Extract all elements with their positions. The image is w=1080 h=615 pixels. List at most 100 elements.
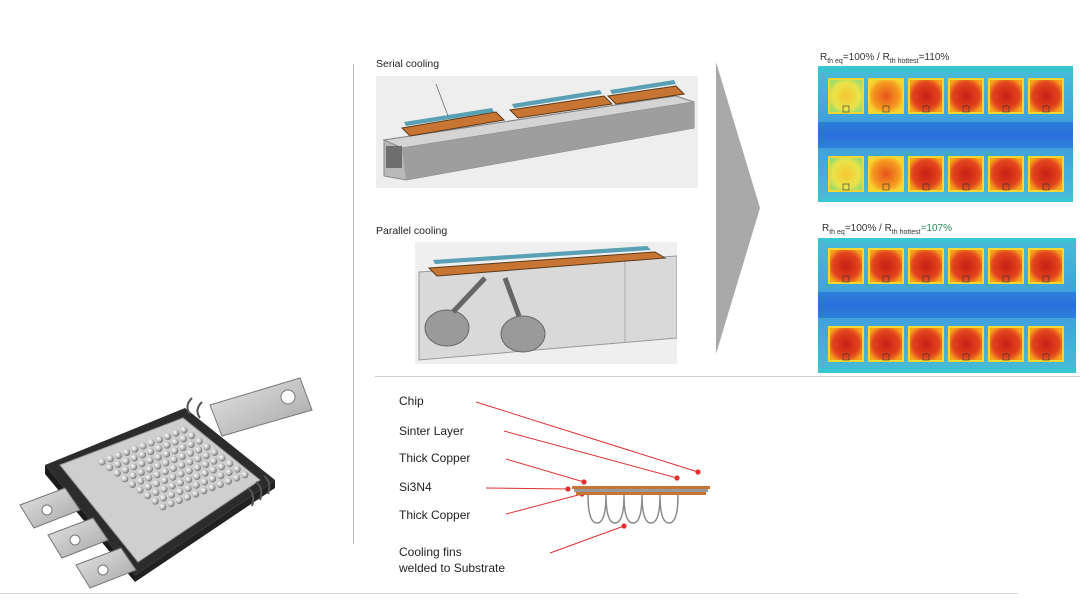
pin-fin bbox=[114, 460, 122, 468]
pin-fin bbox=[241, 471, 249, 479]
callout-chip: Chip bbox=[399, 394, 424, 408]
pin-fin bbox=[159, 503, 167, 511]
pin-fin bbox=[172, 429, 180, 437]
serial-cooling-title: Serial cooling bbox=[376, 58, 440, 70]
pin-fin bbox=[188, 432, 196, 440]
pin-fin bbox=[153, 471, 161, 479]
pin-fin bbox=[168, 491, 176, 499]
pin-fin bbox=[216, 480, 224, 488]
pin-fin bbox=[184, 484, 192, 492]
pin-fin bbox=[169, 473, 177, 481]
pin-fin bbox=[106, 464, 114, 472]
pin-fin bbox=[203, 443, 211, 451]
pin-fin bbox=[128, 480, 136, 488]
pin-fin bbox=[114, 452, 122, 460]
callout-sinter-layer: Sinter Layer bbox=[399, 424, 464, 438]
parallel-heatmap bbox=[818, 238, 1076, 373]
pin-fin bbox=[145, 465, 153, 473]
pin-fin bbox=[224, 477, 232, 485]
pin-fin bbox=[123, 448, 131, 456]
pin-fin bbox=[210, 457, 218, 465]
pin-fin bbox=[195, 446, 203, 454]
pin-fin bbox=[171, 438, 179, 446]
parallel-result-label: Rth eq=100% / Rth hottest=107% bbox=[822, 223, 953, 236]
pin-fin bbox=[152, 488, 160, 496]
chip-hotspot-core bbox=[990, 328, 1022, 360]
pin-fin bbox=[179, 444, 187, 452]
pin-fin bbox=[152, 480, 160, 488]
leader-chip bbox=[475, 401, 699, 473]
chip-hotspot-core bbox=[910, 158, 942, 190]
pin-fin bbox=[162, 459, 170, 467]
pin-fin bbox=[178, 452, 186, 460]
parallel-cooling-render bbox=[415, 242, 677, 364]
pin-fin bbox=[154, 453, 162, 461]
chip-hotspot-core bbox=[990, 250, 1022, 282]
chip-hotspot-core bbox=[870, 328, 902, 360]
pin-fin bbox=[162, 450, 170, 458]
pin-fin bbox=[130, 454, 138, 462]
pin-fin bbox=[209, 466, 217, 474]
chip-hotspot-core bbox=[990, 80, 1022, 112]
pin-fin bbox=[194, 455, 202, 463]
parallel-cooling-title: Parallel cooling bbox=[376, 225, 448, 237]
pin-fin bbox=[122, 457, 130, 465]
chip-hotspot-core bbox=[870, 158, 902, 190]
vertical-divider bbox=[353, 64, 354, 544]
serial-heatmap bbox=[818, 66, 1073, 202]
layer-stack-diagram bbox=[475, 401, 710, 554]
leader-fins bbox=[549, 525, 625, 554]
pin-fin bbox=[121, 475, 129, 483]
pin-fin bbox=[146, 456, 154, 464]
pin-fin bbox=[121, 466, 129, 474]
chip-hotspot-core bbox=[870, 80, 902, 112]
pin-fin bbox=[195, 437, 203, 445]
pin-fin bbox=[179, 435, 187, 443]
pin-fin bbox=[161, 476, 169, 484]
pin-fin bbox=[130, 463, 138, 471]
chip-hotspot-core bbox=[870, 250, 902, 282]
pin-fin bbox=[176, 479, 184, 487]
pin-fin bbox=[155, 444, 163, 452]
pin-fin bbox=[233, 465, 241, 473]
leader-si3n4 bbox=[485, 487, 569, 490]
pin-fin bbox=[210, 448, 218, 456]
pin-fin bbox=[159, 494, 167, 502]
pin-fin bbox=[185, 476, 193, 484]
pin-fin bbox=[144, 492, 152, 500]
pin-fin bbox=[200, 478, 208, 486]
pin-fin bbox=[233, 474, 241, 482]
pin-fin bbox=[144, 483, 152, 491]
pin-fin bbox=[177, 470, 185, 478]
chip-hotspot-core bbox=[830, 80, 862, 112]
callout-si3n4: Si3N4 bbox=[399, 480, 432, 494]
pin-fin bbox=[169, 464, 177, 472]
chip-hotspot-core bbox=[950, 328, 982, 360]
pin-fin bbox=[217, 472, 225, 480]
pin-fin bbox=[170, 456, 178, 464]
pin-fin bbox=[176, 488, 184, 496]
chip-hotspot-core bbox=[950, 80, 982, 112]
pin-fin bbox=[193, 472, 201, 480]
pin-fin bbox=[217, 463, 225, 471]
pin-fin bbox=[145, 474, 153, 482]
pin-fin bbox=[168, 482, 176, 490]
power-module-image bbox=[19, 377, 313, 589]
pin-fin bbox=[202, 460, 210, 468]
chip-hotspot-core bbox=[950, 250, 982, 282]
pin-fin bbox=[161, 468, 169, 476]
pin-fin bbox=[186, 449, 194, 457]
pin-fin bbox=[208, 484, 216, 492]
pin-fin bbox=[185, 467, 193, 475]
pin-fin bbox=[201, 469, 209, 477]
pin-fin bbox=[147, 439, 155, 447]
callout-cooling-fins-line1: Cooling fins bbox=[399, 545, 462, 559]
chip-hotspot-core bbox=[910, 328, 942, 360]
pin-fin bbox=[139, 442, 147, 450]
leader-sinter bbox=[503, 430, 678, 479]
pin-fin bbox=[225, 468, 233, 476]
pin-fin bbox=[226, 460, 234, 468]
pin-fin bbox=[98, 458, 106, 466]
horizontal-divider bbox=[375, 376, 1080, 377]
pin-fin bbox=[106, 455, 114, 463]
